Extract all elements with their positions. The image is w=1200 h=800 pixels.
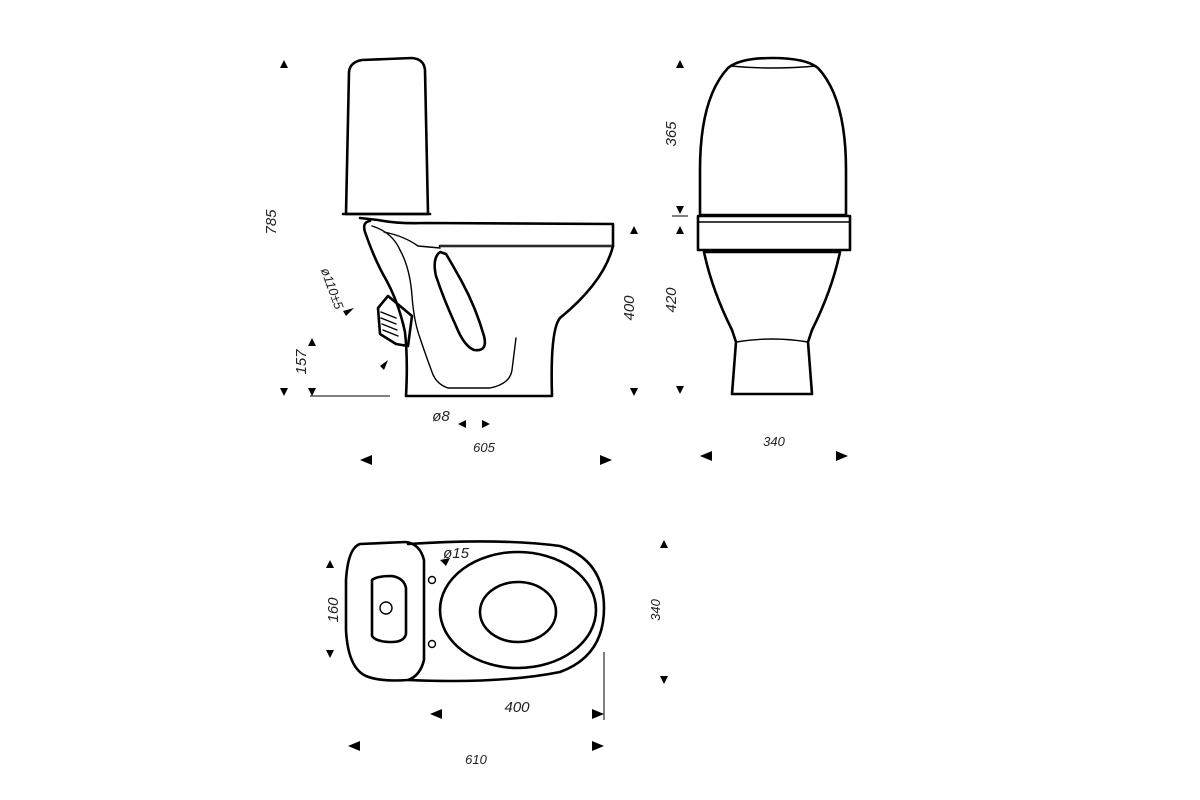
dim-label: 610	[465, 752, 487, 767]
dim-label: 340	[763, 434, 785, 449]
side-trap-loop	[433, 250, 487, 352]
top-tank	[344, 540, 426, 682]
side-inner-line	[383, 231, 441, 249]
dim-arrow	[308, 388, 316, 396]
side-outlet-ribs	[380, 311, 399, 337]
top-view: 160 ø15 340 400 610	[325, 540, 668, 767]
side-trapway	[371, 225, 517, 389]
dim-arrow	[676, 60, 684, 68]
dim-arrow	[630, 388, 638, 396]
dim-arrow	[592, 709, 604, 719]
front-tank	[698, 56, 848, 217]
dim-arrow	[308, 338, 316, 346]
front-view: 365 420 340	[663, 56, 852, 461]
front-seat-band	[696, 214, 852, 252]
front-bowl	[702, 250, 842, 396]
dim-arrow	[430, 709, 442, 719]
dim-arrow	[482, 420, 490, 428]
front-bowl-base-line	[735, 338, 809, 343]
dim-arrow	[280, 388, 288, 396]
side-tank	[344, 56, 430, 216]
dim-label: 785	[263, 209, 280, 235]
dim-arrow	[676, 386, 684, 394]
dim-arrow	[326, 650, 334, 658]
dim-label: 400	[504, 699, 530, 716]
dim-label: 340	[648, 598, 663, 620]
dim-arrow	[326, 560, 334, 568]
top-tank-well	[370, 574, 408, 644]
dim-arrow	[360, 455, 372, 465]
top-bowl-outer	[406, 540, 606, 683]
dim-label: ø15	[443, 545, 470, 562]
top-seat-opening	[478, 580, 558, 644]
dim-label: ø110±5	[318, 266, 347, 312]
dim-arrow	[458, 420, 466, 428]
top-flush-hole	[379, 601, 393, 615]
dim-arrow	[380, 360, 388, 370]
top-hinge-hole	[427, 639, 437, 649]
dim-label: ø8	[432, 408, 450, 425]
dim-arrow	[836, 451, 848, 461]
dim-arrow	[676, 226, 684, 234]
dim-label: 605	[473, 440, 495, 455]
side-view: 785 ø110±5 157 ø8 400 605	[263, 56, 638, 465]
dim-label: 400	[621, 295, 638, 321]
front-tank-lid	[729, 65, 817, 69]
dim-arrow	[280, 60, 288, 68]
dim-arrow	[348, 741, 360, 751]
dim-arrow	[592, 741, 604, 751]
dim-arrow	[660, 676, 668, 684]
top-hinge-hole	[427, 575, 437, 585]
dim-arrow	[630, 226, 638, 234]
dim-arrow	[700, 451, 712, 461]
dim-arrow	[343, 308, 354, 316]
side-bowl-rim	[358, 216, 615, 248]
dim-arrow	[440, 558, 450, 566]
dim-label: 160	[325, 597, 342, 623]
dim-arrow	[676, 206, 684, 214]
dim-arrow	[660, 540, 668, 548]
side-outlet-pipe	[376, 294, 414, 348]
side-bowl-body	[362, 219, 615, 398]
dim-label: 365	[663, 121, 680, 147]
dim-label: 157	[293, 349, 310, 375]
dim-label: 420	[663, 287, 680, 313]
dim-arrow	[600, 455, 612, 465]
top-seat-outer	[438, 550, 598, 670]
